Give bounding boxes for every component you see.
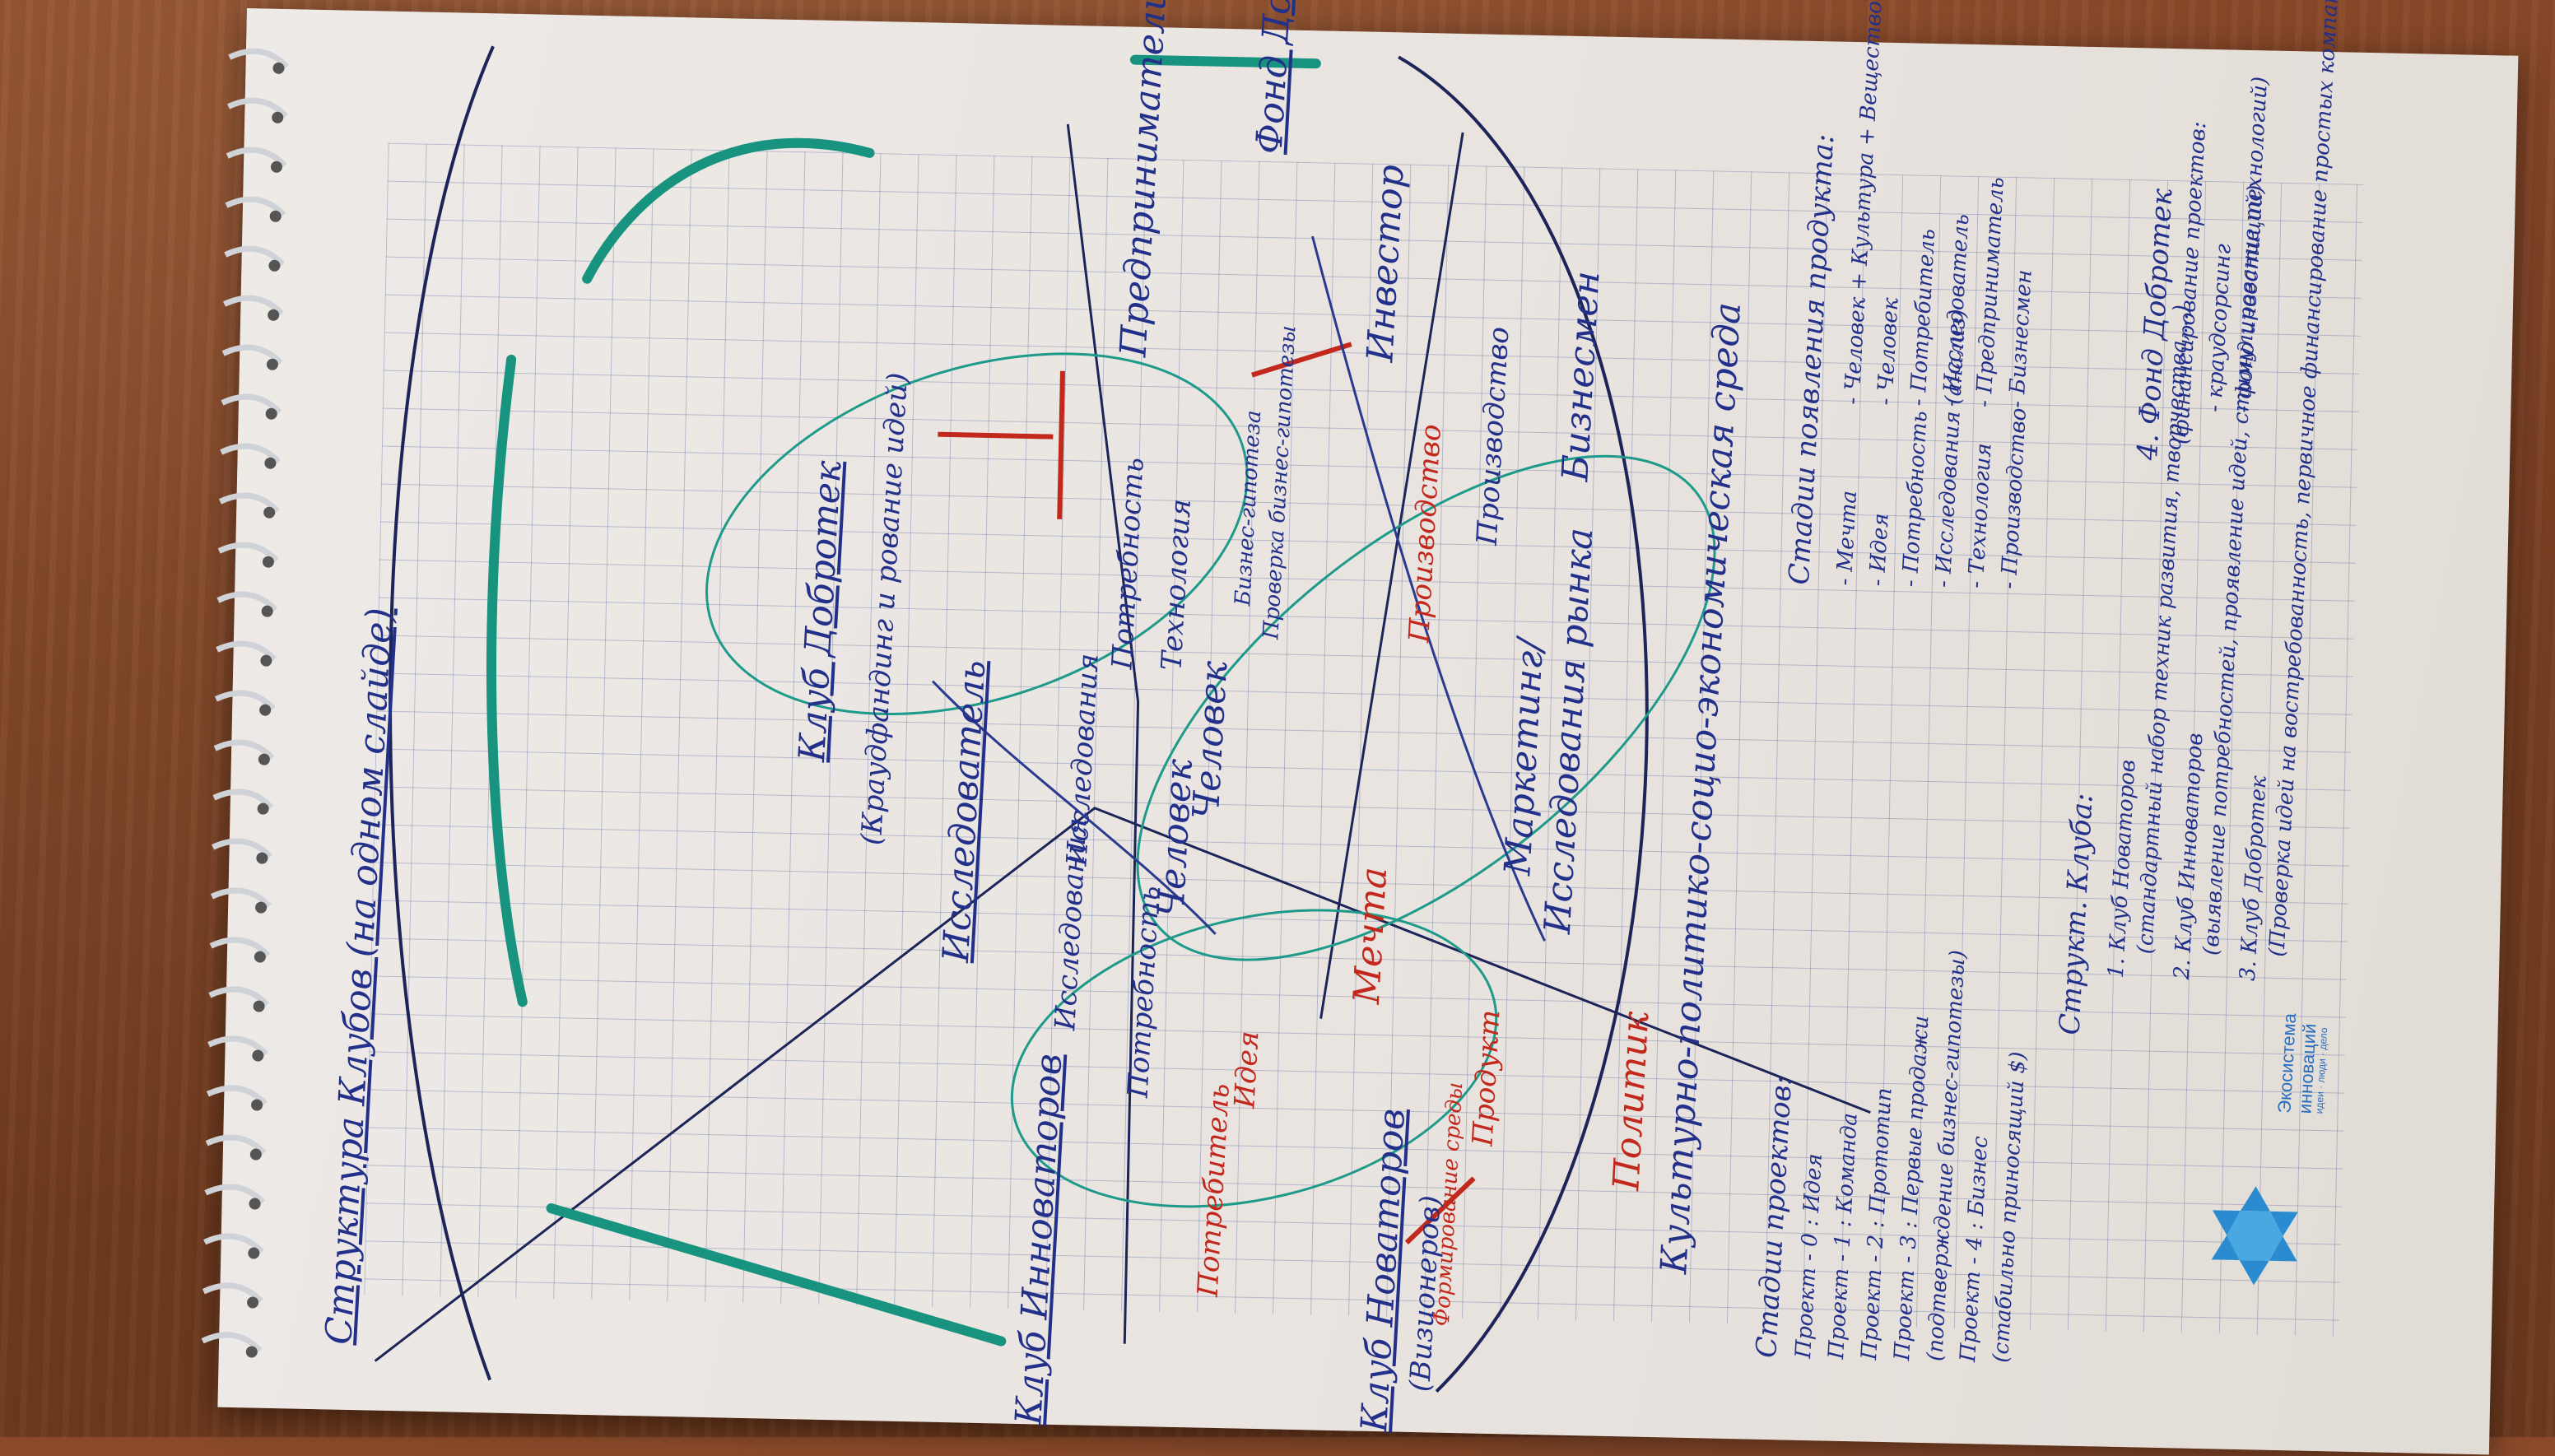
stages-products-item: - Идея [1864,512,1894,587]
label-mechta: Мечта [1345,866,1396,1006]
spiral-binding [201,48,290,1358]
diagram-drawing [374,45,1871,1393]
ecosystem-logo: Экосистема инноваций идеи · люди · дело [2180,1012,2348,1304]
snowflake-icon [2211,1186,2298,1286]
notebook-page: Структура Клубов (на одном слайде) Клуб … [201,0,2519,1455]
label-chelovek-2: Человек [1150,758,1201,919]
